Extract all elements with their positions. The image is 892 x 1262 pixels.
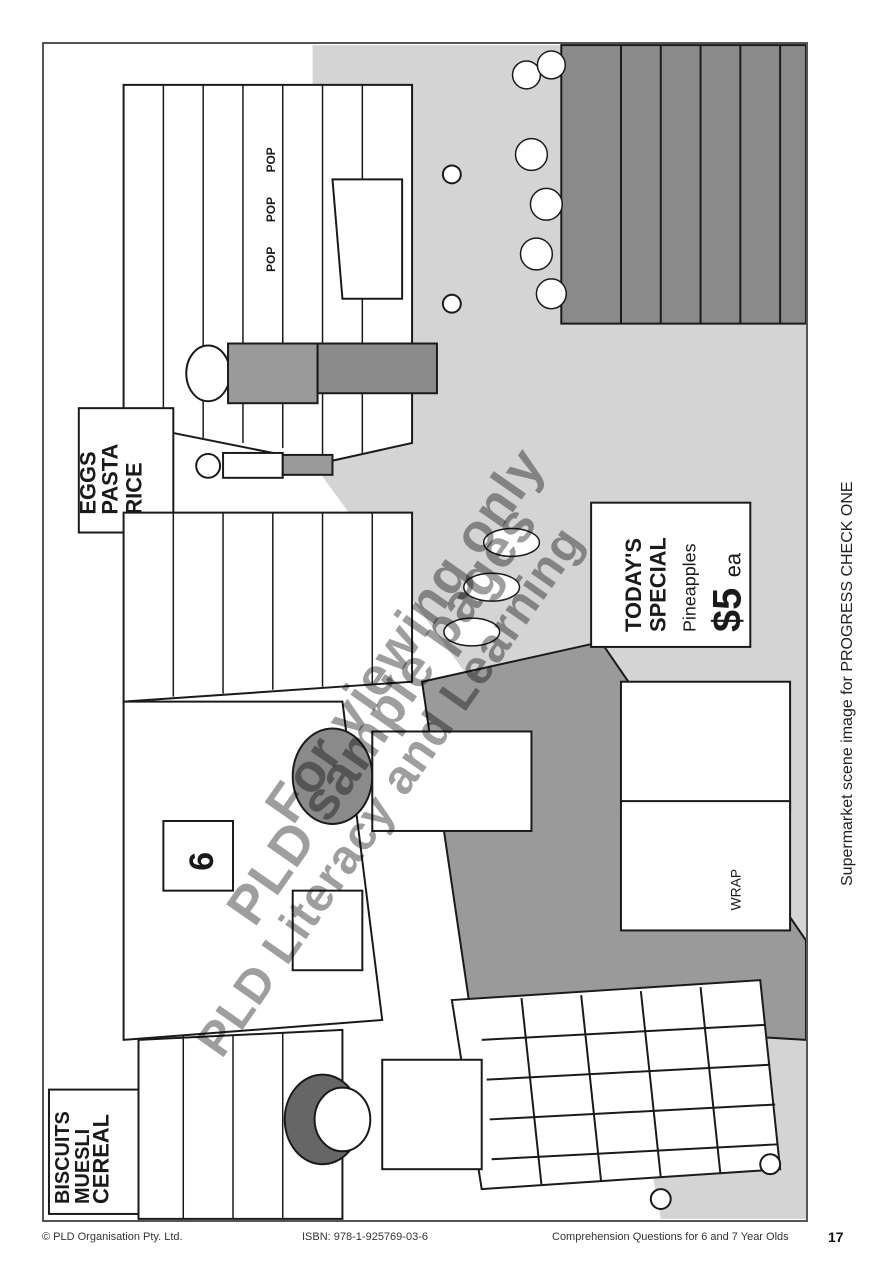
pop-label-2: POP [264,197,278,222]
svg-text:RICE: RICE [121,462,146,514]
page-number: 17 [828,1229,844,1245]
shopper-woman-bottom [283,1058,483,1171]
pop-label-1: POP [264,147,278,172]
rice-sign-line-1: RICE [121,462,146,514]
register-screen [291,889,364,972]
shelf-aisle-bottom [137,1028,344,1220]
special-item: Pineapples [680,543,700,632]
rice-sign-line-2: PASTA [98,444,123,515]
illustration-frame: RICE PASTA EGGS CEREAL MUESLI BISCUITS T… [42,42,808,1222]
pop-label-3: POP [264,247,278,272]
shopper-man-distance [195,451,334,479]
footer-isbn: ISBN: 978-1-925769-03-6 [302,1231,428,1243]
special-sign-board [590,501,752,648]
special-title-line-1: TODAY'S [621,538,646,632]
footer-copyright: © PLD Organisation Pty. Ltd. [42,1231,183,1243]
special-price: $5 [705,588,749,632]
shopper-woman-top [185,342,438,405]
register-number-box [162,820,235,892]
register-number: 6 [183,852,221,871]
shopping-cart-top [331,164,462,314]
cashier [291,727,533,832]
rice-sign-line-3: EGGS [76,451,101,514]
bag-label: WRAP [727,869,743,911]
bin-slats [619,45,782,324]
cereal-sign-line-1: CEREAL [89,1114,114,1204]
scene-caption: Supermarket scene image for PROGRESS CHE… [839,481,856,886]
grocery-bags [619,680,792,932]
special-title-line-2: SPECIAL [646,537,671,632]
shelf-lines-bottom [182,1032,284,1219]
page-footer: © PLD Organisation Pty. Ltd. ISBN: 978-1… [42,1229,850,1247]
special-unit: ea [720,552,745,577]
shelf-lines-middle [172,512,374,697]
pineapples [443,527,541,647]
shelf-aisle-middle [122,511,414,703]
sign-texts: RICE PASTA EGGS CEREAL MUESLI BISCUITS T… [52,147,749,1204]
footer-book-title: Comprehension Questions for 6 and 7 Year… [552,1231,789,1243]
produce-bin [560,44,806,325]
cereal-sign-line-3: BISCUITS [52,1111,74,1204]
bread-rolls [511,50,568,310]
cereal-sign-line-2: MUESLI [72,1129,94,1204]
cereal-sign-board [47,1088,140,1215]
supermarket-scene: RICE PASTA EGGS CEREAL MUESLI BISCUITS T… [47,44,806,1220]
